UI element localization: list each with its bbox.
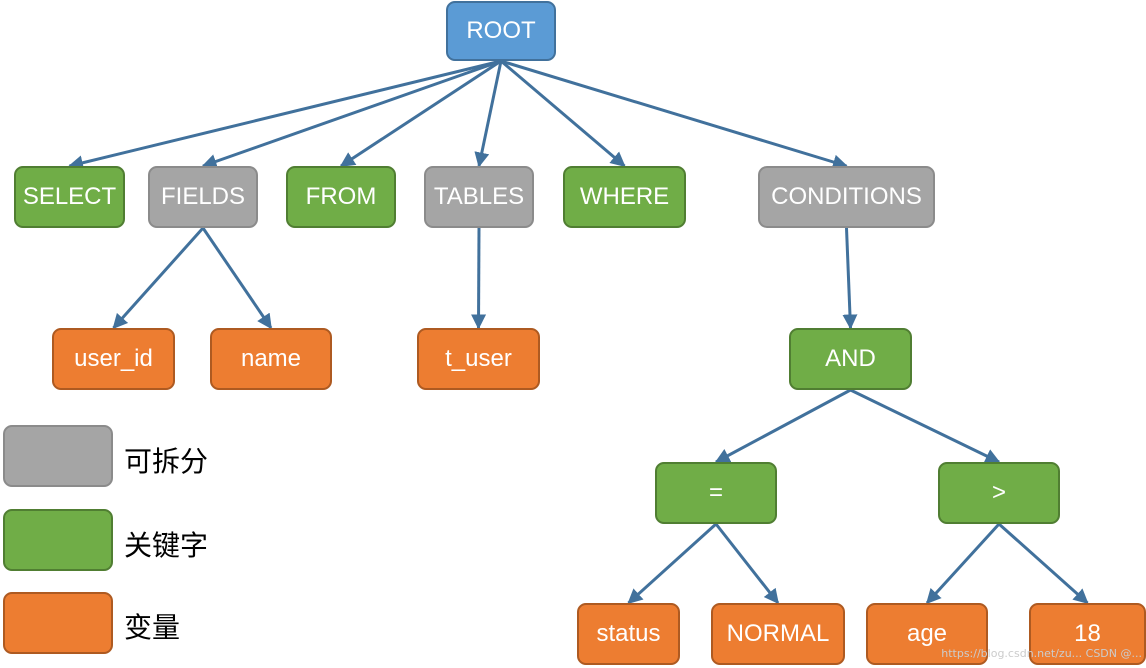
legend-label-keyword: 关键字: [124, 529, 209, 562]
name-node: name: [210, 328, 332, 390]
from-node: FROM: [286, 166, 396, 228]
greater-than-node: >: [938, 462, 1060, 524]
t-user-node: t_user: [417, 328, 540, 390]
root-node: ROOT: [446, 1, 556, 61]
legend-swatch-variable: [3, 592, 113, 654]
edge-tables-t_user: [471, 227, 487, 330]
edge-root-fields: [201, 59, 502, 169]
watermark: https://blog.csdn.net/zu... CSDN @...: [941, 647, 1142, 660]
fields-node: FIELDS: [148, 166, 258, 228]
legend-label-splittable: 可拆分: [124, 445, 209, 478]
edge-fields-user_id: [112, 226, 205, 330]
edge-gt-eighteen: [998, 522, 1089, 605]
edge-root-select: [68, 59, 502, 171]
edge-and-eq: [714, 388, 852, 464]
edge-root-tables: [474, 60, 503, 168]
edge-gt-age: [925, 522, 1001, 605]
where-node: WHERE: [563, 166, 686, 228]
status-node: status: [577, 603, 680, 665]
edge-eq-normal: [714, 523, 780, 605]
age-node: age: [866, 603, 988, 665]
edge-conditions-and: [842, 227, 858, 330]
select-node: SELECT: [14, 166, 125, 228]
legend-swatch-keyword: [3, 509, 113, 571]
edge-root-from: [339, 59, 502, 168]
eighteen-node: 18: [1029, 603, 1146, 665]
edge-and-gt: [849, 388, 1001, 464]
conditions-node: CONDITIONS: [758, 166, 935, 228]
edge-fields-name: [201, 227, 273, 330]
edge-eq-status: [627, 522, 718, 605]
edge-root-conditions: [500, 59, 848, 170]
tables-node: TABLES: [424, 166, 534, 228]
normal-node: NORMAL: [711, 603, 845, 665]
edge-root-where: [500, 59, 626, 168]
equals-node: =: [655, 462, 777, 524]
legend-swatch-splittable: [3, 425, 113, 487]
legend-label-variable: 变量: [124, 611, 181, 644]
user-id-node: user_id: [52, 328, 175, 390]
and-node: AND: [789, 328, 912, 390]
